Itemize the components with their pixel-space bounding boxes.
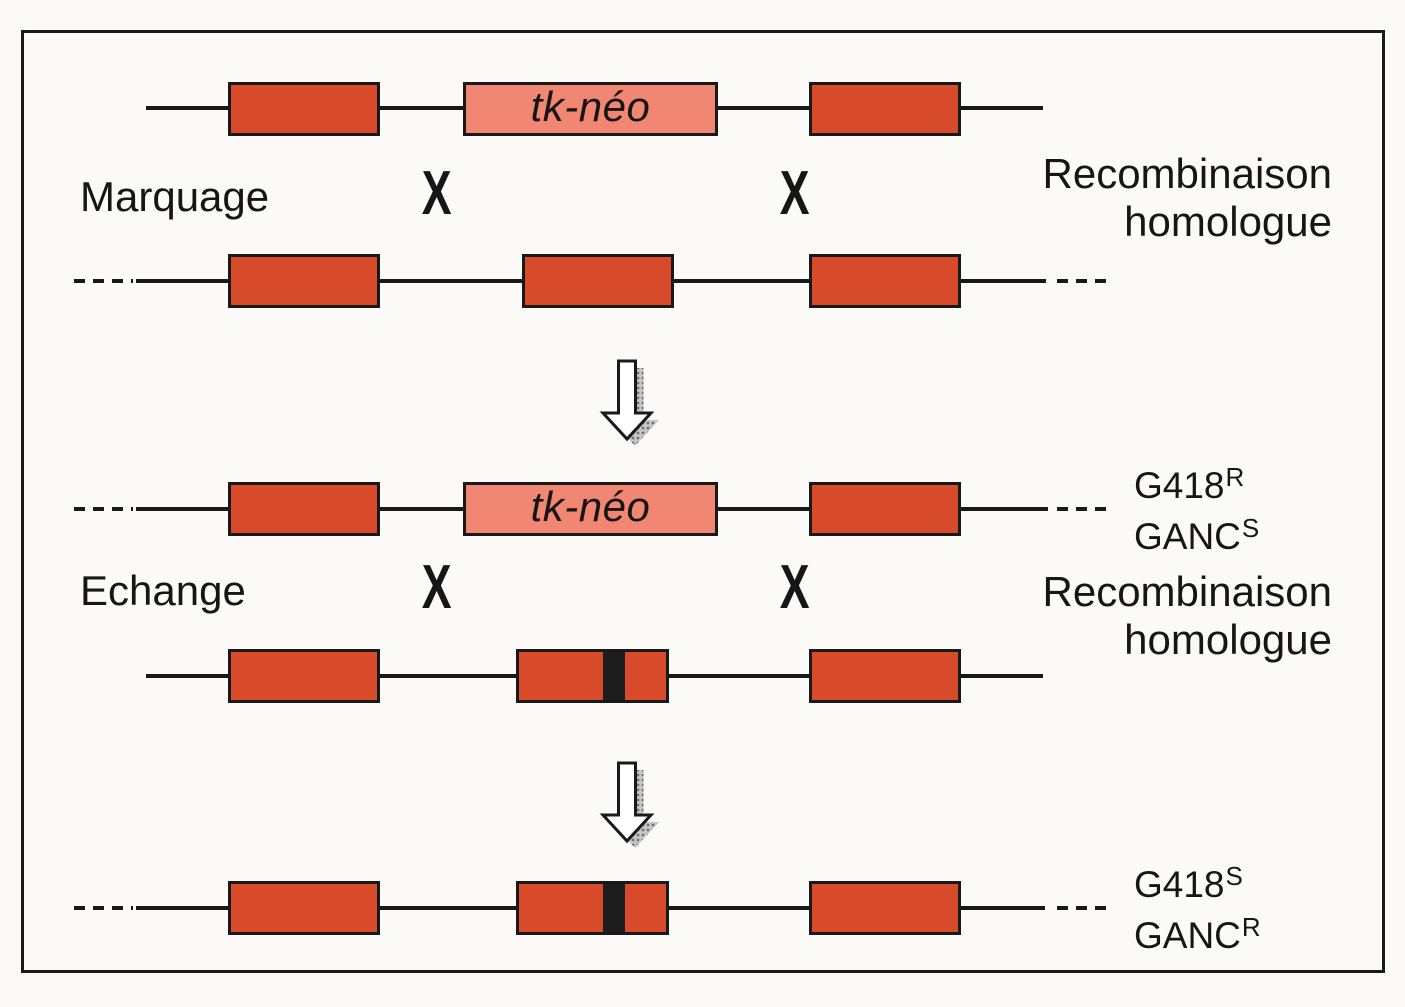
mutation-stripe bbox=[603, 884, 625, 932]
down-arrow-icon bbox=[599, 761, 659, 848]
dna-dashed-end bbox=[1057, 906, 1114, 910]
superscript: S bbox=[1225, 861, 1243, 891]
exon-box bbox=[228, 82, 380, 136]
figure-frame bbox=[21, 30, 1385, 973]
superscript: S bbox=[1241, 513, 1260, 543]
arrow-body bbox=[599, 359, 655, 442]
cassette-label: tk-néo bbox=[530, 83, 651, 130]
mutated-exon-box bbox=[516, 881, 669, 935]
exon-box bbox=[522, 254, 674, 308]
recombination-note-line1: Recombinaison bbox=[1042, 150, 1333, 197]
mutated-exon-box bbox=[516, 649, 669, 703]
dna-dashed-end bbox=[74, 279, 133, 283]
tk-neo-cassette: tk-néo bbox=[463, 482, 718, 536]
recombination-note-line2: homologue bbox=[1124, 616, 1332, 663]
exon-box bbox=[809, 254, 961, 308]
exon-box bbox=[228, 881, 380, 935]
crossover-mark: X bbox=[780, 553, 810, 622]
dna-dashed-end bbox=[1057, 279, 1114, 283]
dna-dashed-end bbox=[1057, 507, 1114, 511]
phenotype-g418-resistant: G418R bbox=[1134, 462, 1245, 506]
phenotype-ganc-resistant: GANCR bbox=[1134, 912, 1261, 956]
exon-box bbox=[228, 254, 380, 308]
recombination-note-line1: Recombinaison bbox=[1042, 568, 1333, 615]
crossover-mark: X bbox=[422, 159, 452, 228]
step-label-echange: Echange bbox=[80, 567, 246, 614]
crossover-mark: X bbox=[422, 553, 452, 622]
crossover-mark: X bbox=[780, 159, 810, 228]
phenotype-ganc-sensitive: GANCS bbox=[1134, 513, 1260, 557]
superscript: R bbox=[1241, 912, 1261, 942]
exon-box bbox=[809, 649, 961, 703]
recombination-note-line2: homologue bbox=[1124, 198, 1332, 245]
tk-neo-cassette: tk-néo bbox=[463, 82, 718, 136]
superscript: R bbox=[1225, 462, 1245, 492]
dna-dashed-end bbox=[74, 507, 133, 511]
dna-dashed-end bbox=[74, 906, 133, 910]
phenotype-after-echange: G418S GANCR bbox=[1134, 861, 1261, 963]
recombination-note: Recombinaison homologue bbox=[1043, 568, 1333, 664]
cassette-label: tk-néo bbox=[530, 483, 651, 530]
mutation-stripe bbox=[603, 652, 625, 700]
recombination-note: Recombinaison homologue bbox=[1043, 150, 1333, 246]
exon-box bbox=[809, 82, 961, 136]
phenotype-after-marquage: G418R GANCS bbox=[1134, 462, 1259, 564]
exon-box bbox=[228, 649, 380, 703]
step-label-marquage: Marquage bbox=[80, 173, 270, 220]
exon-box bbox=[228, 482, 380, 536]
phenotype-g418-sensitive: G418S bbox=[1134, 861, 1243, 905]
down-arrow-icon bbox=[599, 359, 659, 446]
exon-box bbox=[809, 881, 961, 935]
arrow-body bbox=[599, 761, 655, 844]
exon-box bbox=[809, 482, 961, 536]
